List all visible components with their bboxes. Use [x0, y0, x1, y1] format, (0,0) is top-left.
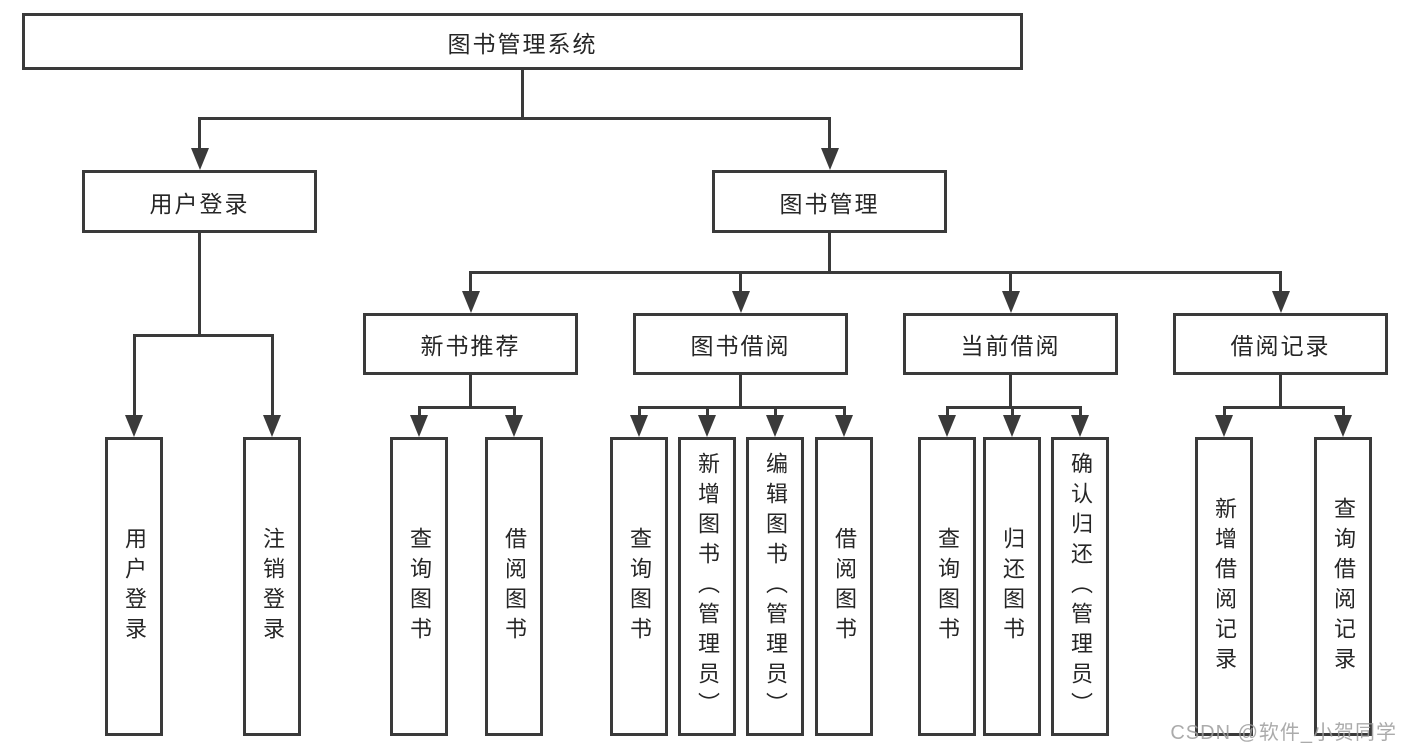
leaf-return-books: 归还图书 — [983, 437, 1041, 736]
leaf-query-books-label: 查询图书 — [407, 526, 432, 647]
connector-line-vertical — [945, 407, 949, 417]
arrow-down-icon — [1001, 291, 1020, 313]
node-user-login-label: 用户登录 — [149, 190, 250, 217]
node-book-management: 图书管理 — [712, 170, 947, 233]
connector-line-vertical — [1009, 375, 1012, 409]
leaf-add-book-admin: 新增图书（管理员） — [678, 437, 736, 736]
node-current-borrowing: 当前借阅 — [903, 313, 1118, 375]
arrow-down-icon — [731, 291, 750, 313]
connector-line-vertical — [705, 407, 709, 417]
leaf-add-borrow-record-label: 新增借阅记录 — [1212, 496, 1237, 677]
node-book-borrowing: 图书借阅 — [633, 313, 848, 375]
leaf-query-books-3-label: 查询图书 — [935, 526, 960, 647]
node-borrow-records-label: 借阅记录 — [1230, 333, 1331, 359]
leaf-user-login: 用户登录 — [105, 437, 163, 736]
connector-line-vertical — [198, 118, 201, 150]
leaf-edit-book-admin-label: 编辑图书（管理员） — [763, 451, 788, 722]
connector-line-vertical — [739, 272, 742, 293]
arrow-down-icon — [630, 415, 648, 437]
connector-line-vertical — [512, 407, 516, 417]
node-book-management-label: 图书管理 — [779, 190, 880, 217]
leaf-query-books-2-label: 查询图书 — [627, 526, 652, 647]
leaf-query-books: 查询图书 — [390, 437, 448, 736]
arrow-down-icon — [1334, 415, 1352, 437]
arrow-down-icon — [263, 415, 281, 437]
connector-line-vertical — [198, 233, 201, 337]
connector-line-horizontal — [417, 405, 516, 409]
connector-line-vertical — [842, 407, 846, 417]
connector-line-vertical — [132, 335, 136, 417]
arrow-down-icon — [1271, 291, 1290, 313]
connector-line-vertical — [1279, 375, 1282, 409]
leaf-logout: 注销登录 — [243, 437, 301, 736]
leaf-confirm-return-admin-label: 确认归还（管理员） — [1068, 451, 1093, 722]
arrow-down-icon — [1003, 415, 1021, 437]
node-library-system-label: 图书管理系统 — [447, 30, 598, 57]
connector-line-vertical — [270, 335, 274, 417]
node-current-borrowing-label: 当前借阅 — [960, 333, 1061, 359]
leaf-borrow-books-label: 借阅图书 — [502, 526, 527, 647]
arrow-down-icon — [461, 291, 480, 313]
connector-line-vertical — [828, 233, 831, 274]
node-new-book-recommend-label: 新书推荐 — [420, 333, 521, 359]
leaf-borrow-books-2: 借阅图书 — [815, 437, 873, 736]
connector-line-horizontal — [945, 405, 1082, 409]
connector-line-vertical — [469, 272, 472, 293]
arrow-down-icon — [125, 415, 143, 437]
arrow-down-icon — [938, 415, 956, 437]
connector-line-vertical — [1279, 272, 1282, 293]
arrow-down-icon — [1215, 415, 1233, 437]
connector-line-vertical — [637, 407, 641, 417]
arrow-down-icon — [820, 148, 839, 170]
leaf-user-login-label: 用户登录 — [122, 526, 147, 647]
connector-line-horizontal — [637, 405, 846, 409]
connector-line-vertical — [1078, 407, 1082, 417]
connector-line-vertical — [828, 118, 831, 150]
leaf-return-books-label: 归还图书 — [1000, 526, 1025, 647]
csdn-watermark: CSDN @软件_小贺同学 — [1170, 722, 1397, 744]
node-book-borrowing-label: 图书借阅 — [690, 333, 791, 359]
connector-line-vertical — [417, 407, 421, 417]
connector-line-vertical — [1009, 272, 1012, 293]
leaf-logout-label: 注销登录 — [260, 526, 285, 647]
node-user-login: 用户登录 — [82, 170, 317, 233]
connector-line-horizontal — [198, 116, 831, 120]
arrow-down-icon — [1071, 415, 1089, 437]
connector-line-vertical — [469, 375, 472, 409]
arrow-down-icon — [410, 415, 428, 437]
leaf-edit-book-admin: 编辑图书（管理员） — [746, 437, 804, 736]
leaf-borrow-books-2-label: 借阅图书 — [832, 526, 857, 647]
leaf-query-books-2: 查询图书 — [610, 437, 668, 736]
node-borrow-records: 借阅记录 — [1173, 313, 1388, 375]
arrow-down-icon — [505, 415, 523, 437]
node-new-book-recommend: 新书推荐 — [363, 313, 578, 375]
arrow-down-icon — [190, 148, 209, 170]
connector-line-vertical — [521, 70, 524, 120]
connector-line-vertical — [739, 375, 742, 409]
connector-line-horizontal — [469, 270, 1282, 274]
leaf-add-borrow-record: 新增借阅记录 — [1195, 437, 1253, 736]
connector-line-vertical — [1222, 407, 1226, 417]
arrow-down-icon — [835, 415, 853, 437]
node-library-system: 图书管理系统 — [22, 13, 1023, 70]
connector-line-vertical — [773, 407, 777, 417]
connector-line-vertical — [1010, 407, 1014, 417]
leaf-add-book-admin-label: 新增图书（管理员） — [695, 451, 720, 722]
leaf-query-borrow-record-label: 查询借阅记录 — [1331, 496, 1356, 677]
leaf-query-books-3: 查询图书 — [918, 437, 976, 736]
arrow-down-icon — [766, 415, 784, 437]
connector-line-horizontal — [1222, 405, 1345, 409]
connector-line-vertical — [1341, 407, 1345, 417]
leaf-query-borrow-record: 查询借阅记录 — [1314, 437, 1372, 736]
leaf-borrow-books: 借阅图书 — [485, 437, 543, 736]
connector-line-horizontal — [132, 333, 274, 337]
leaf-confirm-return-admin: 确认归还（管理员） — [1051, 437, 1109, 736]
arrow-down-icon — [698, 415, 716, 437]
